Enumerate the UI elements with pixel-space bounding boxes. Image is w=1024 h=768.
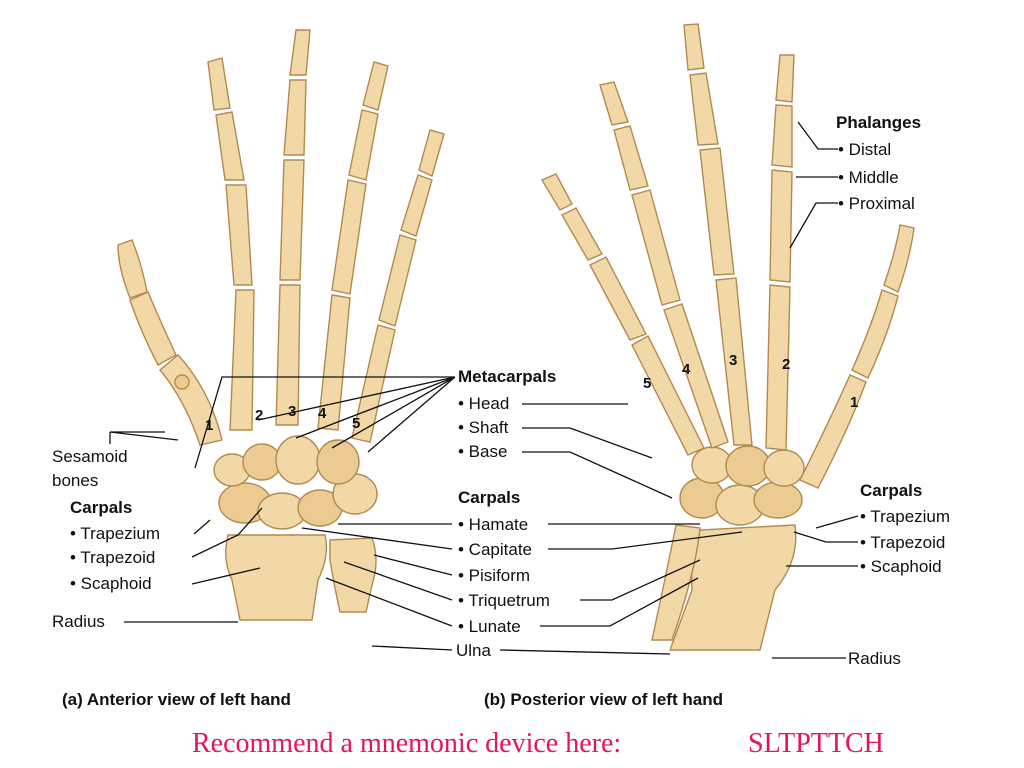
metacarpal-head: • Head (458, 394, 509, 413)
right-carpal-scaphoid: • Scaphoid (860, 557, 942, 576)
phalanges-heading: Phalanges (836, 113, 921, 132)
middle-finger-bones (275, 29, 311, 426)
leader-lines (109, 121, 859, 659)
carpal-bones-posterior (679, 445, 805, 526)
carpal-bones (213, 435, 378, 530)
metacarpal-base: • Base (458, 442, 507, 461)
sesamoid-label-line1: Sesamoid (52, 447, 128, 466)
anterior-digit-1: 1 (205, 417, 213, 434)
anterior-digit-5: 5 (352, 415, 360, 432)
anterior-hand-illustration (117, 29, 445, 621)
radius-bone (225, 534, 328, 621)
right-radius-label: Radius (848, 649, 901, 668)
right-carpals-heading: Carpals (860, 481, 922, 500)
carpal-lunate: • Lunate (458, 617, 521, 636)
metacarpals-heading: Metacarpals (458, 367, 556, 386)
left-carpals-heading: Carpals (70, 498, 132, 517)
carpal-hamate: • Hamate (458, 515, 528, 534)
posterior-digit-2: 2 (782, 356, 790, 373)
posterior-digit-5: 5 (643, 375, 651, 392)
phalanx-middle: • Middle (838, 168, 899, 187)
left-radius-label: Radius (52, 612, 105, 631)
mnemonic-line: Recommend a mnemonic device here: SLTPTT… (0, 728, 1024, 762)
index-finger-bones (207, 57, 255, 431)
left-carpal-trapezium: • Trapezium (70, 524, 160, 543)
phalanx-distal: • Distal (838, 140, 891, 159)
right-carpal-trapezium: • Trapezium (860, 507, 950, 526)
carpal-capitate: • Capitate (458, 540, 532, 559)
thumb-bones-posterior (799, 224, 915, 489)
little-finger-bones-posterior (540, 173, 705, 456)
ring-finger-bones (317, 61, 389, 431)
anterior-digit-4: 4 (318, 405, 327, 422)
sesamoid-label-line2: bones (52, 471, 98, 490)
anterior-digit-3: 3 (288, 403, 296, 420)
posterior-digit-4: 4 (682, 361, 691, 378)
posterior-view-caption: (b) Posterior view of left hand (484, 690, 723, 709)
ulna-bone-posterior (651, 524, 701, 641)
posterior-digit-1: 1 (850, 394, 858, 411)
center-carpals-heading: Carpals (458, 488, 520, 507)
phalanx-proximal: • Proximal (838, 194, 915, 213)
anterior-digit-2: 2 (255, 407, 263, 424)
ulna-label: Ulna (456, 641, 492, 660)
left-carpal-scaphoid: • Scaphoid (70, 574, 152, 593)
thumb-bones (117, 239, 223, 446)
posterior-digit-3: 3 (729, 352, 737, 369)
anterior-view-caption: (a) Anterior view of left hand (62, 690, 291, 709)
posterior-hand-illustration (540, 23, 915, 651)
middle-finger-bones-posterior (683, 23, 753, 446)
ring-finger-bones-posterior (599, 81, 729, 449)
mnemonic-answer: SLTPTTCH (748, 728, 884, 759)
index-finger-bones-posterior (765, 54, 795, 451)
carpal-pisiform: • Pisiform (458, 566, 530, 585)
right-carpal-trapezoid: • Trapezoid (860, 533, 945, 552)
ulna-bone (329, 537, 377, 613)
carpal-triquetrum: • Triquetrum (458, 591, 550, 610)
mnemonic-prompt: Recommend a mnemonic device here: (192, 728, 622, 759)
left-carpal-trapezoid: • Trapezoid (70, 548, 155, 567)
metacarpal-shaft: • Shaft (458, 418, 509, 437)
